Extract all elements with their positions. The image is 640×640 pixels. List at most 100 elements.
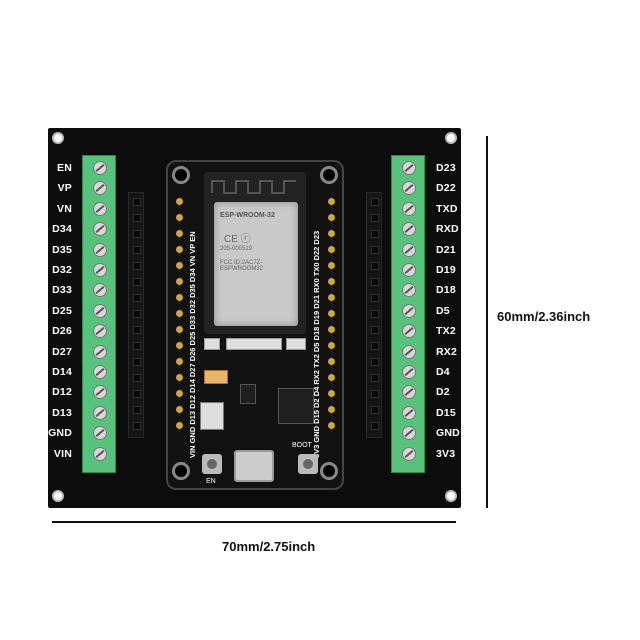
module-pin bbox=[176, 422, 183, 429]
screw-terminal-screw-icon bbox=[93, 222, 107, 237]
module-pin bbox=[328, 374, 335, 381]
screw-terminal-screw-icon bbox=[402, 303, 416, 318]
screw-terminal-screw-icon bbox=[93, 242, 107, 257]
transistor bbox=[240, 384, 256, 404]
left-pin-label: D33 bbox=[52, 284, 72, 297]
en-button[interactable] bbox=[202, 454, 222, 474]
header-socket bbox=[371, 406, 379, 414]
width-dimension-line bbox=[52, 521, 456, 523]
header-socket bbox=[133, 374, 141, 382]
screw-terminal-screw-icon bbox=[93, 283, 107, 298]
resistor-array-2 bbox=[226, 338, 282, 350]
module-pin bbox=[328, 246, 335, 253]
left-pin-label: EN bbox=[57, 162, 72, 174]
left-female-header bbox=[128, 192, 144, 438]
capacitor bbox=[286, 338, 306, 350]
left-pin-label: VN bbox=[57, 202, 72, 215]
module-hole-tr bbox=[320, 166, 338, 184]
right-pin-label: TX2 bbox=[436, 325, 456, 338]
header-socket bbox=[371, 374, 379, 382]
header-socket bbox=[371, 326, 379, 334]
screw-terminal-screw-icon bbox=[402, 324, 416, 339]
module-pin bbox=[328, 310, 335, 317]
screw-terminal-screw-icon bbox=[402, 263, 416, 277]
header-socket bbox=[133, 406, 141, 414]
screw-terminal-screw-icon bbox=[402, 446, 416, 461]
module-pin bbox=[328, 390, 335, 397]
screw-terminal-screw-icon bbox=[93, 426, 107, 441]
esp-wroom-32-chip: ESP-WROOM-32 205-000519 FCC ID:2AC7Z-ESP… bbox=[204, 172, 306, 334]
header-socket bbox=[133, 262, 141, 270]
module-pin bbox=[328, 406, 335, 413]
header-socket bbox=[133, 326, 141, 334]
right-pin-label: D4 bbox=[436, 366, 450, 378]
header-socket bbox=[133, 214, 141, 222]
header-socket bbox=[371, 294, 379, 302]
header-socket bbox=[371, 214, 379, 222]
header-socket bbox=[371, 422, 379, 430]
screw-terminal-screw-icon bbox=[93, 201, 107, 216]
module-pin bbox=[328, 358, 335, 365]
left-pin-label: D27 bbox=[52, 345, 72, 358]
screw-terminal-screw-icon bbox=[93, 324, 107, 339]
resistor-array bbox=[204, 338, 220, 350]
height-dimension: 60mm/2.36inch bbox=[497, 309, 591, 324]
screw-terminal-screw-icon bbox=[93, 385, 107, 400]
screw-terminal-screw-icon bbox=[402, 201, 416, 216]
left-pin-label: D25 bbox=[52, 304, 72, 317]
module-pin bbox=[176, 230, 183, 237]
module-pin bbox=[176, 374, 183, 381]
screw-terminal-screw-icon bbox=[402, 405, 416, 420]
header-socket bbox=[371, 390, 379, 398]
screw-terminal-screw-icon bbox=[93, 446, 107, 461]
module-pin bbox=[176, 406, 183, 413]
header-socket bbox=[133, 310, 141, 318]
left-pin-label: VP bbox=[57, 182, 72, 195]
module-pin bbox=[176, 262, 183, 269]
module-pin bbox=[328, 262, 335, 269]
screw-terminal-screw-icon bbox=[93, 365, 107, 379]
module-pin bbox=[176, 246, 183, 253]
micro-usb-port bbox=[234, 450, 274, 482]
header-socket bbox=[133, 358, 141, 366]
right-pin-label: D23 bbox=[436, 162, 456, 174]
right-pin-label: GND bbox=[436, 427, 460, 440]
module-pin bbox=[176, 390, 183, 397]
regulator-chip bbox=[200, 402, 224, 430]
module-pin bbox=[328, 278, 335, 285]
right-pin-label: D21 bbox=[436, 243, 456, 256]
module-pin bbox=[328, 326, 335, 333]
esp32-devkit-module: VIN GND D13 D12 D14 D27 D26 D25 D33 D32 … bbox=[166, 160, 344, 490]
right-pin-label: D18 bbox=[436, 284, 456, 297]
module-hole-bl bbox=[172, 462, 190, 480]
header-socket bbox=[133, 278, 141, 286]
screw-terminal-screw-icon bbox=[93, 303, 107, 318]
height-dimension-line bbox=[486, 136, 488, 508]
width-dimension: 70mm/2.75inch bbox=[222, 539, 316, 554]
screw-terminal-screw-icon bbox=[402, 365, 416, 379]
screw-terminal-screw-icon bbox=[402, 242, 416, 257]
header-socket bbox=[133, 422, 141, 430]
right-pin-label: D22 bbox=[436, 182, 456, 195]
module-pin bbox=[176, 278, 183, 285]
right-pin-label: D5 bbox=[436, 304, 450, 317]
screw-terminal-screw-icon bbox=[402, 181, 416, 196]
header-socket bbox=[371, 358, 379, 366]
mount-hole-bottom-right bbox=[445, 490, 457, 502]
shield-model: ESP-WROOM-32 bbox=[220, 212, 275, 219]
screw-terminal-screw-icon bbox=[93, 263, 107, 277]
left-pin-label: D12 bbox=[52, 386, 72, 399]
module-pin bbox=[176, 358, 183, 365]
right-pin-label: 3V3 bbox=[436, 447, 456, 460]
header-socket bbox=[133, 294, 141, 302]
left-pin-label: D13 bbox=[52, 406, 72, 419]
header-socket bbox=[133, 342, 141, 350]
left-pin-label: D34 bbox=[52, 223, 72, 236]
boot-button[interactable] bbox=[298, 454, 318, 474]
header-socket bbox=[133, 390, 141, 398]
left-pin-label: D32 bbox=[52, 264, 72, 276]
rf-shield: ESP-WROOM-32 205-000519 FCC ID:2AC7Z-ESP… bbox=[214, 202, 298, 326]
header-socket bbox=[371, 230, 379, 238]
left-pin-label: D26 bbox=[52, 325, 72, 338]
left-pin-label: D35 bbox=[52, 243, 72, 256]
